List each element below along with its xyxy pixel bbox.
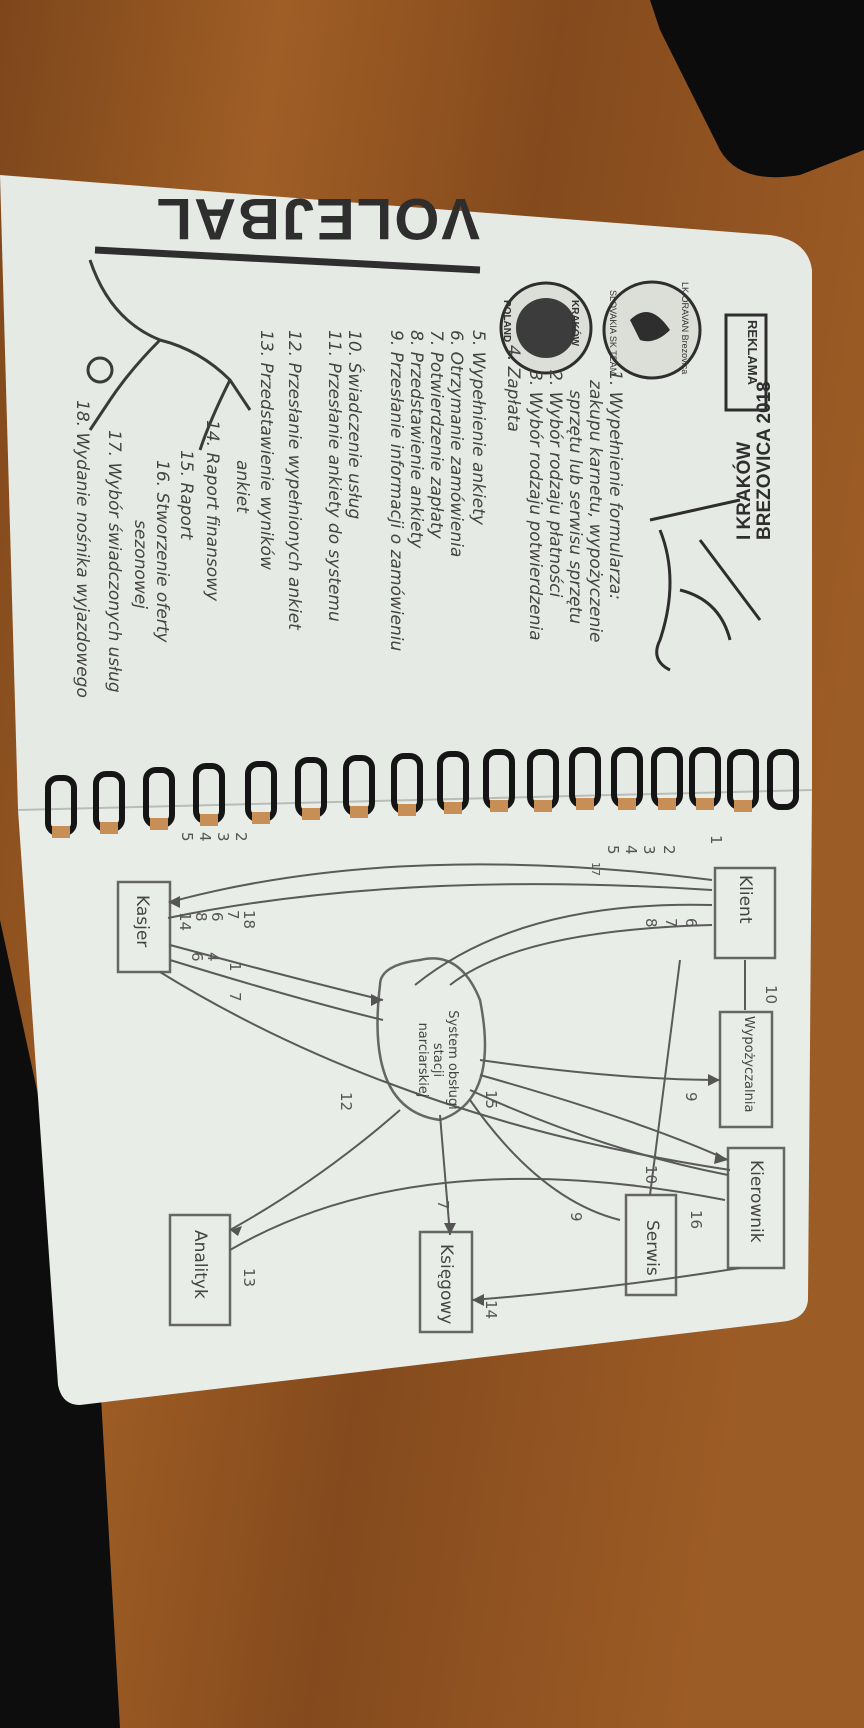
flow-number: 3 xyxy=(214,832,232,842)
step-line: 9. Przesłanie informacji o zamówieniu xyxy=(386,330,406,652)
skier-illustration xyxy=(649,498,762,672)
flow-number: 13 xyxy=(240,1268,258,1288)
step-line: 16. Stworzenie oferty xyxy=(152,460,172,643)
flow-number: 7 xyxy=(662,918,680,928)
step-line: 10. Świadczenie usług xyxy=(344,330,364,520)
flow-number: 18 xyxy=(240,910,258,930)
step-line: sprzętu lub serwisu sprzętu xyxy=(565,390,585,624)
flow-number: 9 xyxy=(682,1092,700,1102)
system-node xyxy=(376,957,487,1122)
analityk-box xyxy=(168,1213,232,1327)
flow-number: 7 xyxy=(224,910,242,920)
step-line: 2. Wybór rodzaju płatności xyxy=(545,370,565,598)
volejbal-title: VOLEJBAL xyxy=(154,186,480,251)
player-illustration xyxy=(86,259,252,451)
step-line: 18. Wydanie nośnika wyjazdowego xyxy=(72,400,92,698)
diagram-arrows xyxy=(159,863,746,1301)
flow-number: 2 xyxy=(232,832,250,842)
flow-number: 15 xyxy=(482,1090,500,1110)
step-line: sezonowej xyxy=(130,520,150,609)
flow-number: 1 xyxy=(707,835,725,845)
step-line: 7. Potwierdzenie zapłaty xyxy=(426,330,446,539)
sponsor-logo-label: REKLAMA xyxy=(745,320,760,385)
node-serwis: Serwis xyxy=(642,1220,662,1276)
club-logo-label: LK ORAVAN Brezovica xyxy=(680,282,690,375)
step-line: zakupu karnetu, wypożyczenie xyxy=(585,380,605,643)
node-klient: Klient xyxy=(735,875,755,924)
flow-number: 8 xyxy=(192,912,210,922)
flow-number: 6 xyxy=(208,912,226,922)
wypozyczalnia-box xyxy=(718,1010,774,1129)
flow-number: 3 xyxy=(640,845,658,855)
node-kasjer: Kasjer xyxy=(132,895,152,948)
klient-box xyxy=(713,866,777,960)
step-line: 6. Otrzymanie zamówienia xyxy=(446,330,466,558)
node-kierownik: Kierownik xyxy=(746,1160,766,1243)
step-line: 4. Zapłata xyxy=(503,345,523,432)
flow-number: 10 xyxy=(642,1165,660,1185)
flow-number: 8 xyxy=(642,918,660,928)
step-line: 1. Wypełnienie formularza: xyxy=(605,370,625,600)
step-line: 13. Przedstawienie wyników xyxy=(256,330,276,570)
step-line: 15. Raport xyxy=(176,450,196,540)
flow-number: 14 xyxy=(482,1300,500,1320)
flow-number: 10 xyxy=(762,985,780,1005)
flow-number: 16 xyxy=(687,1210,705,1230)
krakow-logo-label: KRAKÓW xyxy=(569,300,580,347)
flow-number: 9 xyxy=(567,1212,585,1222)
flow-number: 14 xyxy=(176,912,194,932)
step-line: 14. Raport finansowy xyxy=(202,420,222,602)
flow-number: 1 xyxy=(226,962,244,972)
flow-number: 4 xyxy=(622,845,640,855)
slovakia-logo-label: SLOVAKIA SK TEAM xyxy=(608,290,618,376)
step-line: ankiet xyxy=(232,460,252,513)
right-page xyxy=(18,790,812,1405)
step-line: 12. Przesłanie wypełnionych ankiet xyxy=(284,330,304,630)
flow-number: 17 xyxy=(589,862,602,876)
poland-logo-label: POLAND xyxy=(501,300,512,343)
flow-number: 7 xyxy=(226,992,244,1002)
node-analityk: Analityk xyxy=(190,1230,210,1299)
node-system: System obsługi stacji narciarskiej xyxy=(415,1010,460,1110)
node-wypozyczalnia: Wypożyczalnia xyxy=(741,1016,756,1113)
flow-number: 2 xyxy=(660,845,678,855)
kasjer-box xyxy=(116,880,172,974)
kierownik-box xyxy=(726,1146,786,1270)
step-line: 3. Wybór rodzaju potwierdzenia xyxy=(525,370,545,641)
node-ksiegowy: Księgowy xyxy=(436,1244,456,1325)
flow-number: 5 xyxy=(178,832,196,842)
flow-number: 4 xyxy=(196,832,214,842)
flow-number: 12 xyxy=(337,1092,355,1112)
ksiegowy-box xyxy=(418,1230,474,1334)
flow-number: 4 xyxy=(204,952,222,962)
step-line: 11. Przesłanie ankiety do systemu xyxy=(324,330,344,622)
flow-number: 5 xyxy=(604,845,622,855)
dark-object xyxy=(650,0,864,178)
step-line: 8. Przedstawienie ankiety xyxy=(406,330,426,549)
sponsor-logo xyxy=(724,313,768,412)
flow-number: 7 xyxy=(434,1200,452,1210)
flow-number: 6 xyxy=(682,918,700,928)
flow-number: 6 xyxy=(188,952,206,962)
step-line: 17. Wybór świadczonych usług xyxy=(104,430,124,693)
step-line: 5. Wypełnienie ankiety xyxy=(468,330,488,525)
